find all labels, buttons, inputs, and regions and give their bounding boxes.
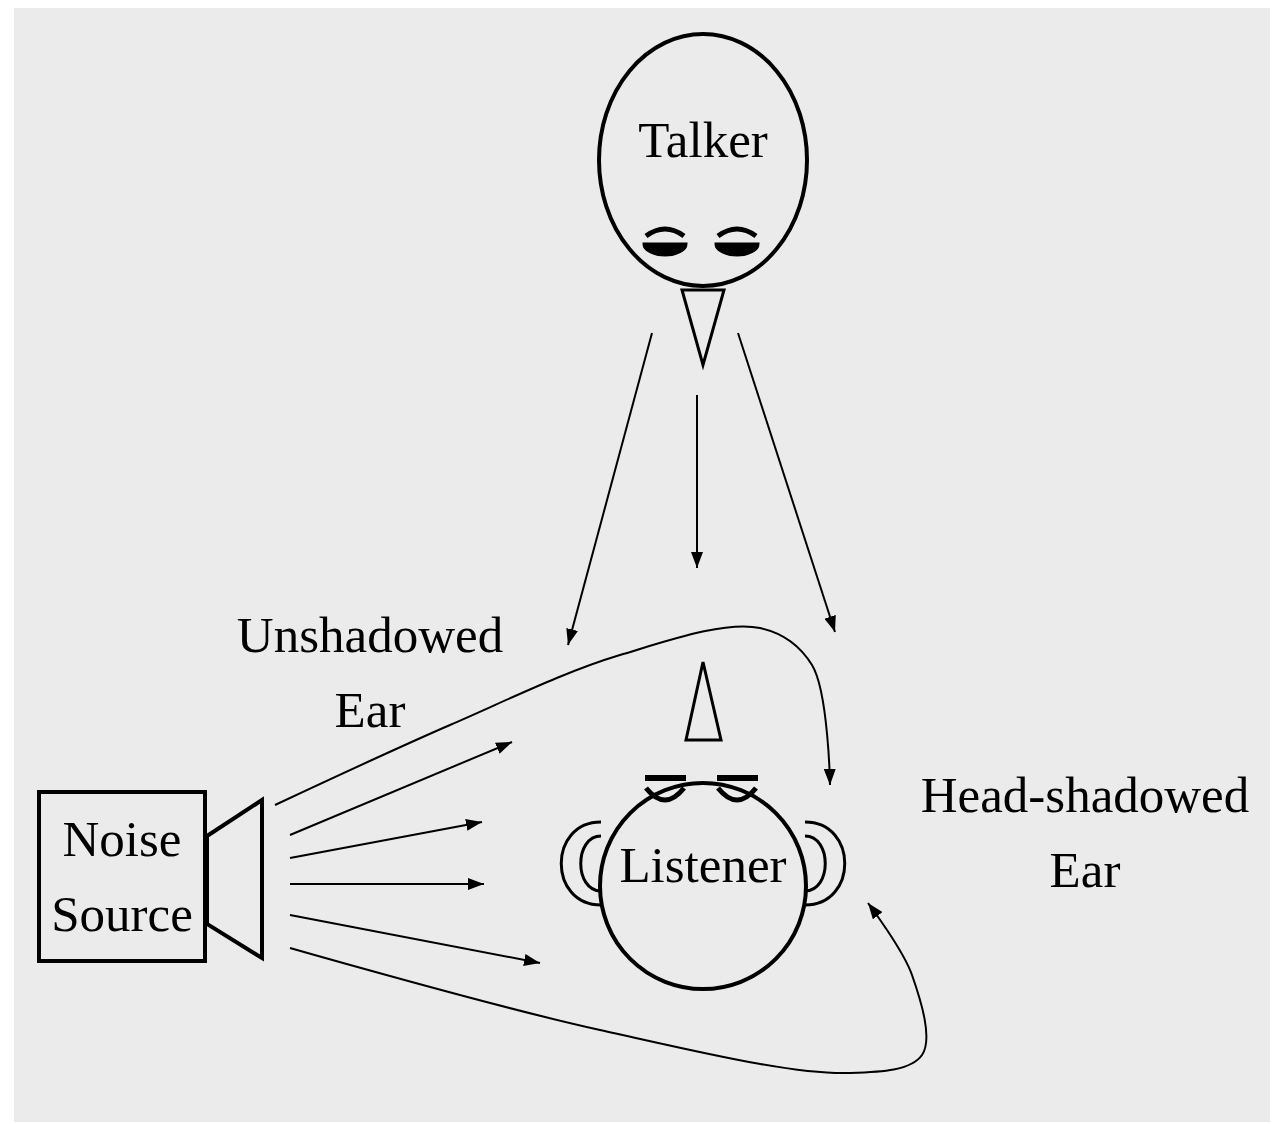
talker-eye [716, 244, 758, 255]
talker-eye [644, 244, 686, 255]
node-label: Talker [597, 103, 809, 178]
sound-path-arrow [568, 333, 652, 645]
talker-eye [718, 229, 756, 236]
speaker-cone [207, 800, 262, 958]
ground-panel [14, 8, 1270, 1122]
ear-label: Head-shadowed Ear [900, 758, 1270, 908]
listener-head: Listener [598, 781, 808, 991]
talker-head: Talker [597, 32, 809, 288]
talker-nose [682, 290, 724, 365]
node-label: Noise Source [49, 802, 195, 952]
sound-path-arrow [290, 883, 484, 885]
listener-eye [645, 775, 686, 781]
ear-label-text: Head-shadowed Ear [921, 767, 1250, 898]
ear-label-text: Unshadowed Ear [237, 607, 503, 738]
noise-source-box: Noise Source [37, 790, 207, 963]
talker-eye [646, 229, 684, 236]
sound-path-arrow [738, 333, 835, 632]
node-label: Listener [598, 828, 808, 903]
sound-path-arrow [290, 742, 512, 835]
right-ear [805, 836, 825, 891]
listener-nose [686, 662, 721, 740]
right-ear [805, 822, 845, 905]
sound-path-arrow [696, 395, 698, 568]
listener-eye [717, 775, 758, 781]
left-ear [581, 836, 601, 891]
left-ear [561, 822, 601, 905]
sound-path-arrow [290, 915, 540, 963]
sound-path-arrow [290, 822, 482, 858]
ear-label: Unshadowed Ear [205, 598, 535, 748]
